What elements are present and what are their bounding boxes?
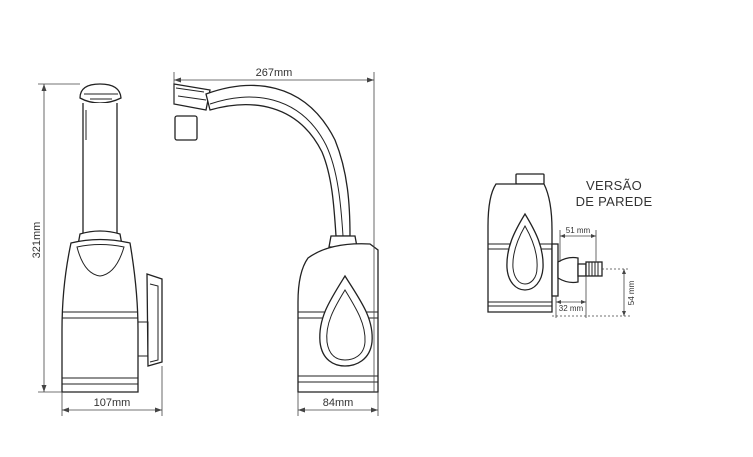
front-view-nozzle	[174, 115, 198, 141]
front-view-spout	[205, 84, 351, 237]
dimension-lines	[38, 72, 379, 416]
dimension-wall-height-label: 54 mm	[627, 280, 636, 305]
front-view-teardrop-handle	[319, 274, 373, 367]
side-view	[61, 83, 163, 393]
dimension-width-side-label: 107mm	[94, 397, 131, 409]
wall-version-title-line1: VERSÃO	[586, 178, 642, 193]
dimension-wall-depth-label: 32 mm	[559, 304, 584, 313]
side-view-body	[61, 238, 139, 393]
dimension-height-label: 321mm	[31, 222, 43, 259]
front-view	[173, 83, 379, 393]
wall-version-title-line2: DE PAREDE	[576, 194, 653, 209]
wall-version-thread	[585, 261, 603, 277]
dimension-labels: 321mm 107mm 267mm 84mm	[31, 67, 353, 409]
dimension-spout-reach-label: 267mm	[256, 67, 293, 79]
side-view-neck	[82, 103, 118, 235]
dimension-width-front-label: 84mm	[323, 397, 354, 409]
wall-version-fitting	[557, 256, 579, 284]
wall-version-teardrop-handle	[506, 212, 544, 291]
front-view-spout-head	[173, 83, 211, 111]
side-view-lever	[146, 273, 163, 367]
wall-version: VERSÃO DE PAREDE 51 mm 32 mm	[487, 173, 653, 318]
dimension-wall-offset-label: 51 mm	[566, 226, 591, 235]
